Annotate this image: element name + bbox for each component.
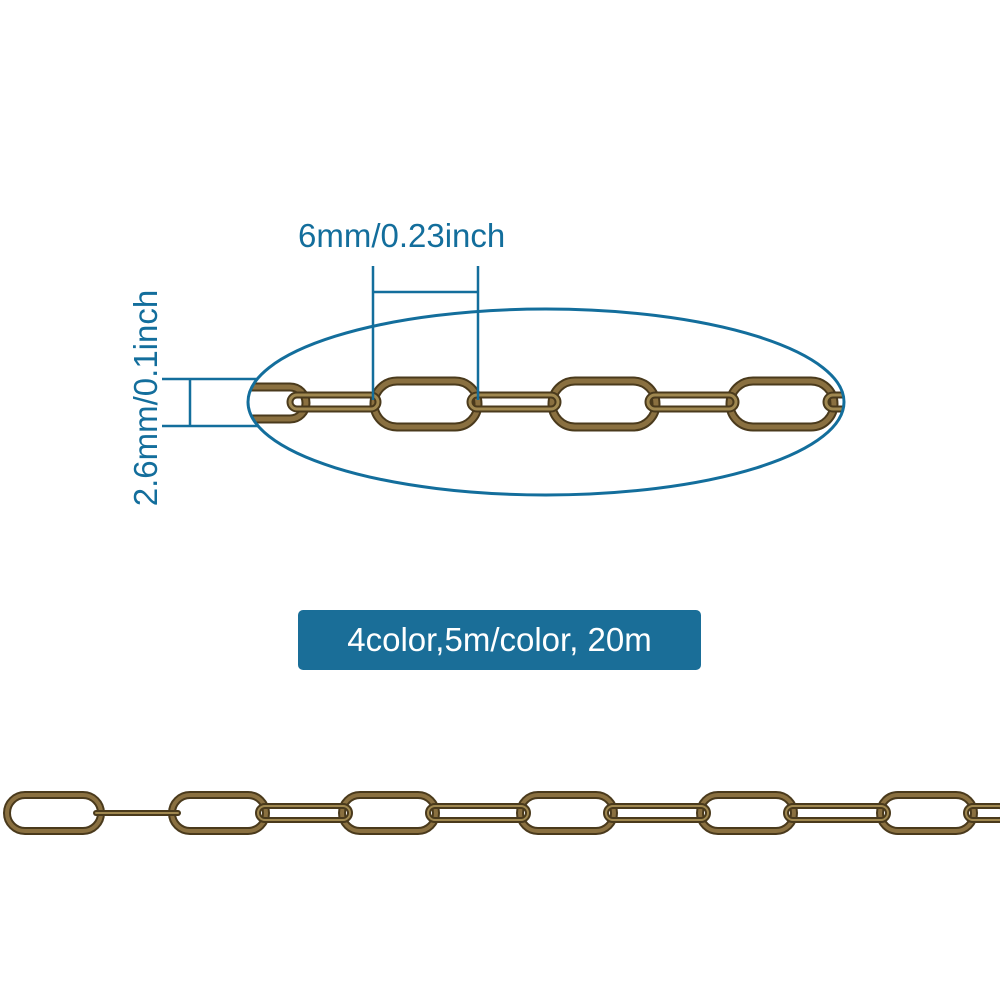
height-label: 2.6mm/0.1inch — [127, 289, 164, 507]
height-dimension-marker — [162, 377, 258, 428]
width-label: 6mm/0.23inch — [298, 217, 506, 254]
chain-strand-icon — [3, 791, 1000, 835]
zoom-oval — [246, 307, 846, 497]
width-dimension-marker — [371, 266, 480, 400]
chain-closeup-icon — [248, 376, 844, 432]
quantity-badge: 4color,5m/color, 20m — [298, 610, 701, 670]
